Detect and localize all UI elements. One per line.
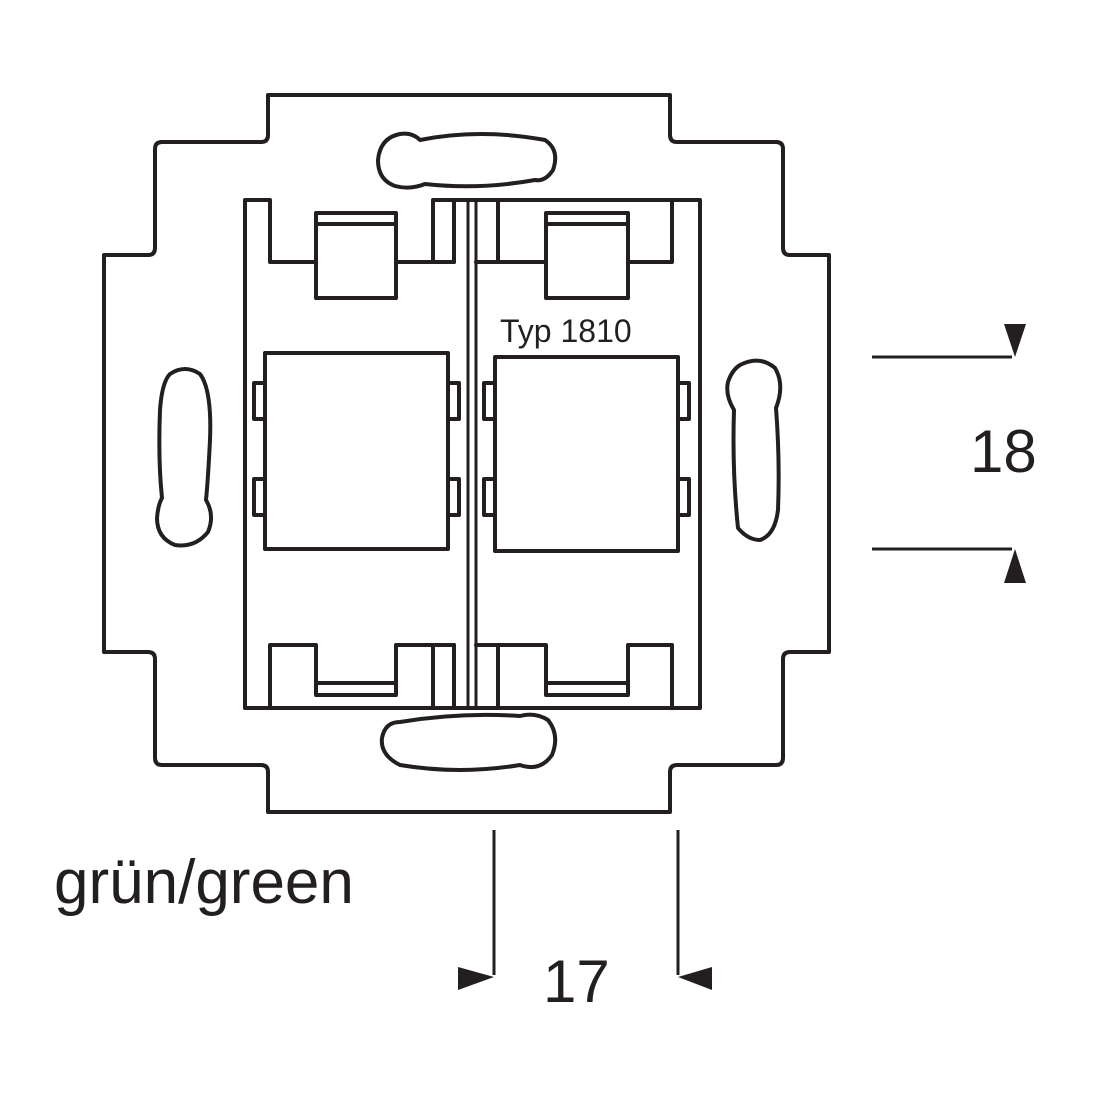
socket-right xyxy=(482,355,691,553)
color-label: grün/green xyxy=(54,848,354,917)
socket-left xyxy=(252,351,461,551)
top-mounting-slot xyxy=(376,131,558,190)
dimension-vertical-label: 18 xyxy=(970,418,1037,485)
right-mounting-slot xyxy=(725,358,783,542)
plate-outline xyxy=(102,93,831,814)
top-right-terminal xyxy=(544,222,630,300)
top-left-terminal xyxy=(314,222,398,300)
bottom-left-notch xyxy=(268,643,435,710)
type-label: Typ 1810 xyxy=(500,313,632,349)
bottom-right-notch xyxy=(474,643,674,710)
dim-arrow-left xyxy=(678,967,712,990)
top-right-notch xyxy=(474,198,674,264)
inner-frame xyxy=(243,198,702,710)
left-mounting-slot xyxy=(155,367,213,548)
dimension-horizontal-label: 17 xyxy=(543,948,610,1015)
dim-arrow-right xyxy=(458,967,494,990)
dimension-vertical xyxy=(872,324,1026,583)
dim-arrow-up xyxy=(1004,549,1026,583)
dim-arrow-down xyxy=(1004,324,1026,357)
center-divider xyxy=(466,200,478,708)
bottom-mounting-slot xyxy=(379,712,558,772)
dimension-horizontal xyxy=(458,830,712,990)
